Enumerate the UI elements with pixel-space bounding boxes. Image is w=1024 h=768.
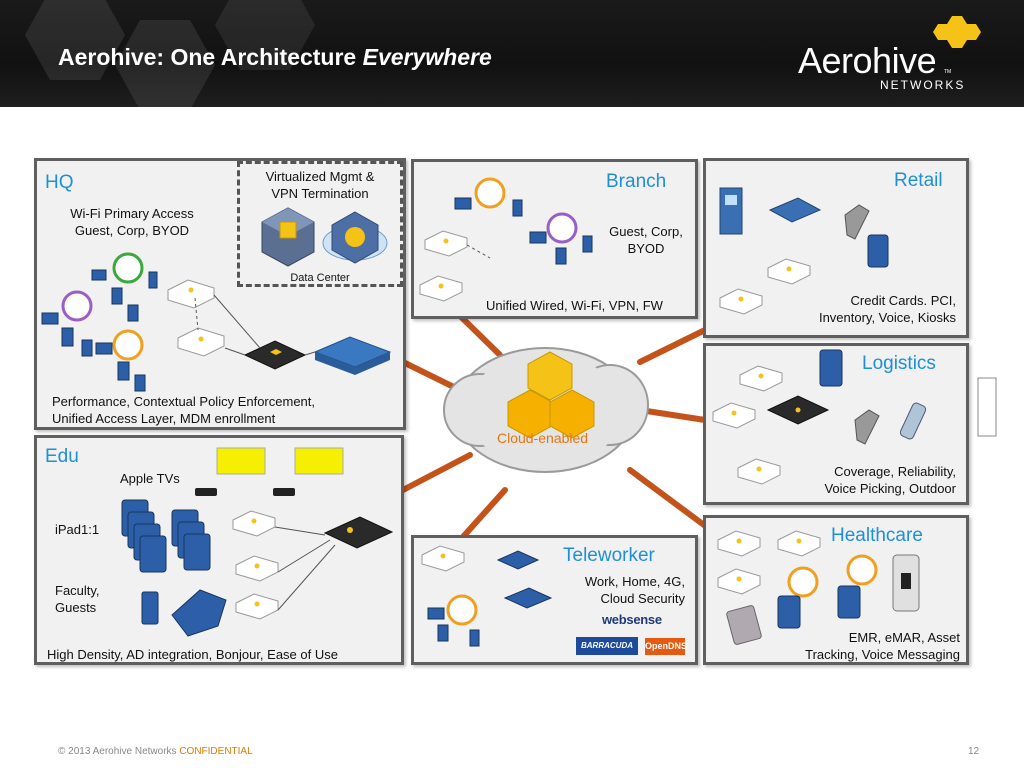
- edu-ipad-label: iPad1:1: [55, 522, 100, 537]
- healthcare-tablet-icon: [837, 585, 861, 619]
- edu-appletv-label: Apple TVs: [120, 471, 180, 486]
- healthcare-avatar-2-icon: [846, 554, 878, 586]
- edu-router-icon: [323, 516, 394, 549]
- hq-title: HQ: [45, 172, 74, 193]
- card-terminal-icon: [768, 197, 822, 223]
- edu-laptop-icon: [171, 589, 227, 637]
- footer-copyright: © 2013 Aerohive Networks CONFIDENTIAL: [58, 746, 253, 757]
- outdoor-access-point-icon: [977, 377, 997, 437]
- edu-title: Edu: [45, 446, 79, 467]
- connector-edu: [400, 452, 473, 493]
- connector-logistics: [637, 407, 708, 423]
- logistics-tablet-icon: [819, 349, 843, 387]
- datacenter-label: Data Center: [290, 272, 350, 284]
- logo-wordmark: Aerohive: [798, 40, 937, 81]
- connector-healthcare: [627, 467, 711, 531]
- opendns-logo: OpenDNS: [645, 638, 687, 655]
- teleworker-title: Teleworker: [563, 545, 655, 566]
- websense-logo: websense: [602, 612, 662, 627]
- page-number: 12: [968, 746, 980, 757]
- edu-faculty-label: Faculty,Guests: [55, 583, 100, 615]
- connector-retail: [637, 327, 708, 365]
- healthcare-avatar-1-icon: [787, 566, 819, 598]
- page-title: Aerohive: One Architecture Everywhere: [58, 44, 492, 70]
- hq-laptop-icon: [91, 269, 107, 281]
- hiveos-cloud-icon: [322, 211, 388, 264]
- handheld-phone-icon: [899, 402, 927, 440]
- branch-title: Branch: [606, 171, 667, 192]
- edu-phone-icon: [141, 591, 159, 625]
- hex-watermark-icon: [25, 0, 315, 107]
- retail-text: Credit Cards. PCI,Inventory, Voice, Kios…: [818, 293, 956, 325]
- logo-subtitle: NETWORKS: [880, 78, 966, 92]
- logistics-title: Logistics: [862, 353, 936, 374]
- medical-handset-icon: [726, 605, 762, 645]
- edu-bottom-text: High Density, AD integration, Bonjour, E…: [47, 647, 338, 662]
- cloud-label: Cloud-enabled: [497, 430, 589, 446]
- barcode-scanner-icon: [844, 204, 870, 240]
- edu-ipad-icon: [139, 535, 167, 573]
- teleworker-text: Work, Home, 4G,Cloud Security: [584, 574, 685, 606]
- hive-cubes-icon: [507, 351, 595, 439]
- retail-tablet-icon: [867, 234, 889, 268]
- hq-user-avatars-icon: [61, 252, 144, 361]
- retail-title: Retail: [894, 170, 943, 191]
- branch-guest-text: Guest, Corp,BYOD: [609, 224, 683, 256]
- branch-user-avatar-icon: [474, 177, 506, 209]
- teleworker-avatar-icon: [446, 594, 478, 626]
- branch-bottom-text: Unified Wired, Wi-Fi, VPN, FW: [486, 298, 663, 313]
- desk-phone-icon: [503, 587, 553, 609]
- aerohive-logo-hex-icon: [933, 16, 981, 48]
- header-bar: Aerohive: One Architecture Everywhere Ae…: [0, 0, 1024, 107]
- datacenter-text: Virtualized Mgmt &VPN Termination: [265, 169, 375, 201]
- connector-teleworker: [459, 487, 508, 541]
- hq-access-point-1: [167, 279, 215, 309]
- fax-printer-icon: [496, 550, 540, 570]
- hq-bottom-text: Performance, Contextual Policy Enforceme…: [52, 394, 316, 426]
- hivemanager-cube-icon: [261, 207, 315, 267]
- logo-trademark: TM: [944, 69, 952, 75]
- healthcare-title: Healthcare: [831, 525, 923, 546]
- apple-tv-screens-icon: [195, 447, 344, 496]
- logistics-text: Coverage, Reliability,Voice Picking, Out…: [824, 464, 956, 496]
- logistics-scanner-icon: [854, 409, 880, 445]
- barracuda-logo: BARRACUDA: [576, 637, 638, 655]
